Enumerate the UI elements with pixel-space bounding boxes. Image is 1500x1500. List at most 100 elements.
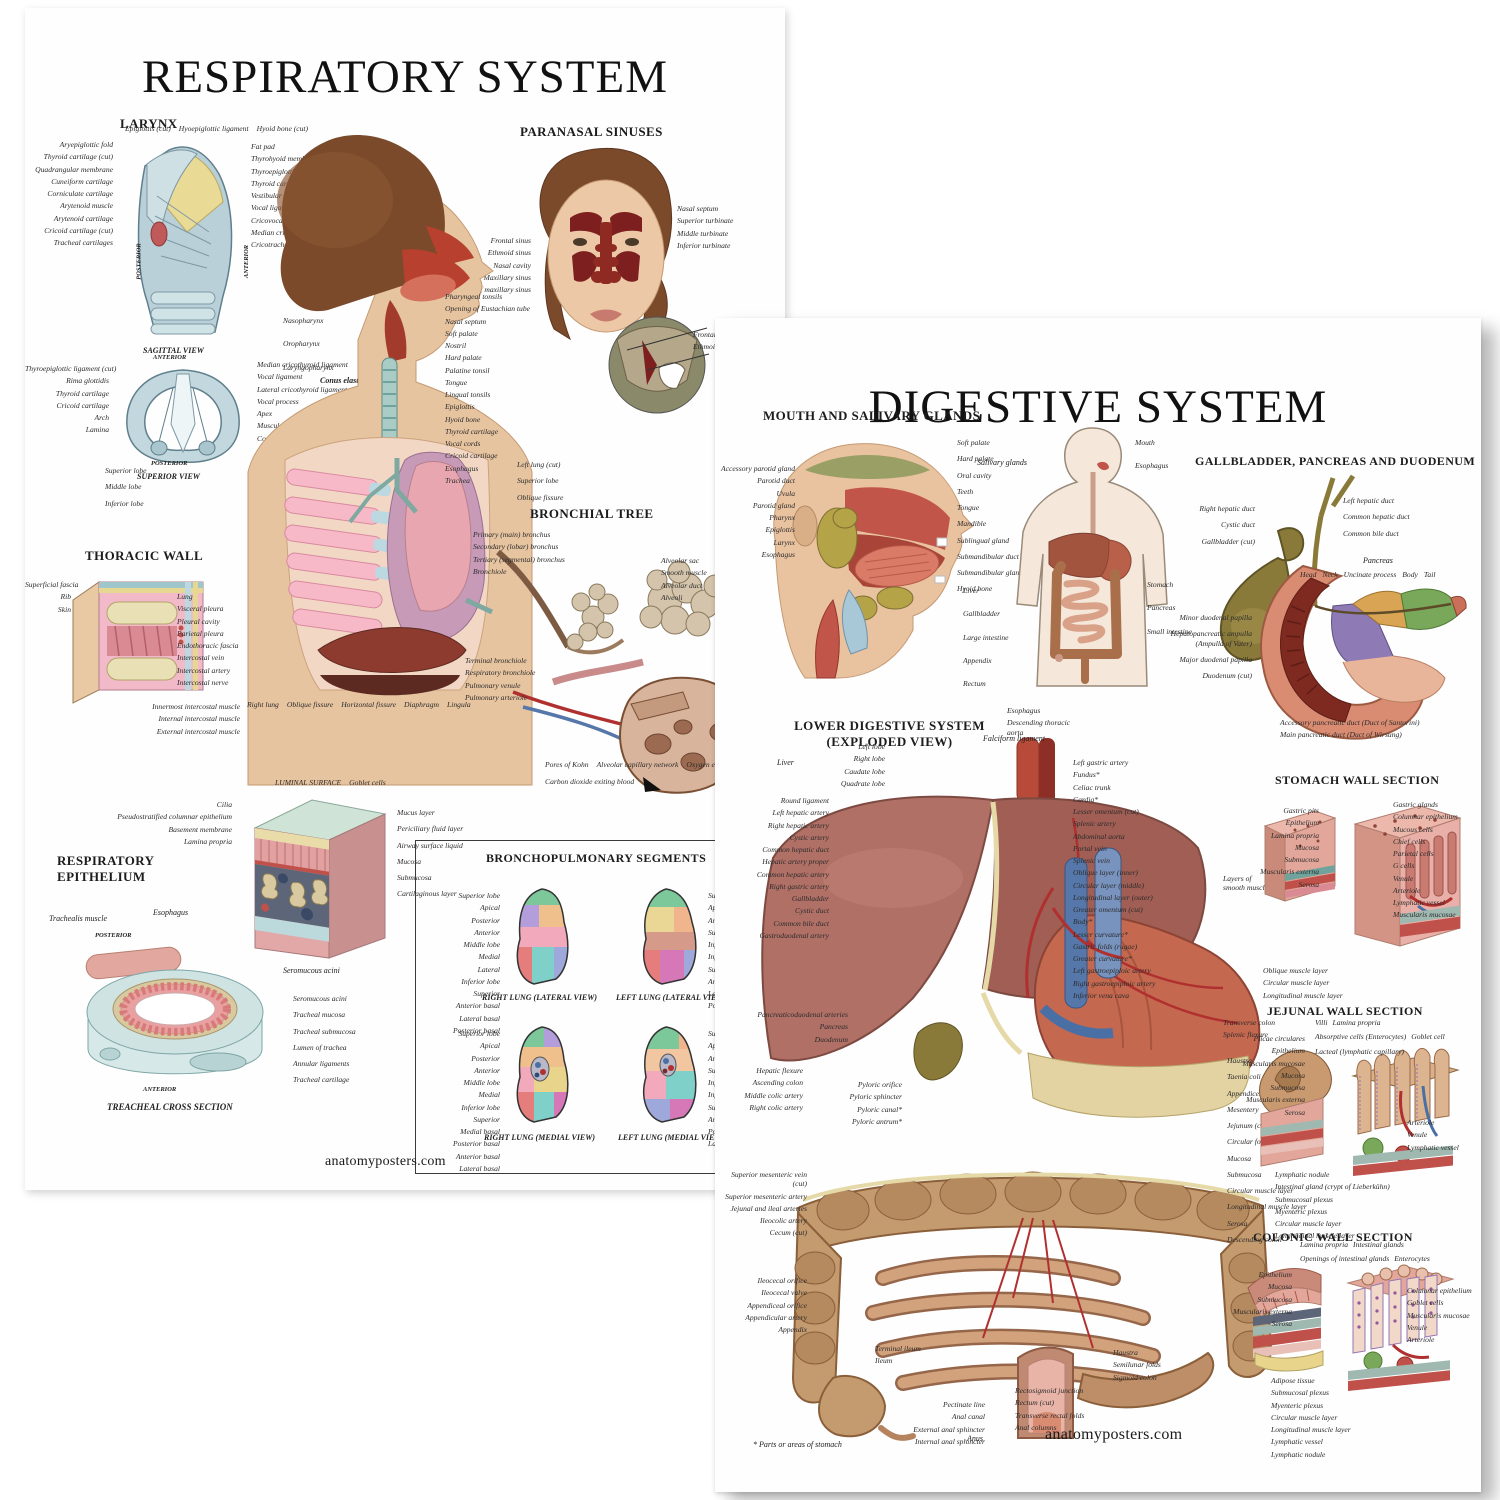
label: Epiglottis (765, 525, 795, 535)
label: Appendix (778, 1325, 807, 1334)
label: Quadrangular membrane (35, 164, 113, 174)
label: Laryngopharynx (283, 362, 334, 372)
label: Left lung (cut) (517, 460, 561, 469)
label: LUMINAL SURFACE (275, 778, 342, 787)
label: Splenic vein (1073, 856, 1110, 865)
label: Pharyngeal tonsils (445, 292, 503, 301)
label: Longitudinal layer (outer) (1073, 892, 1153, 902)
label: Left hepatic duct (1343, 496, 1395, 505)
label: Nasal septum (677, 204, 719, 213)
label: Nasopharynx (283, 316, 324, 325)
digestive-footer: anatomyposters.com (1045, 1426, 1183, 1443)
label: Superior mesenteric vein (cut) (731, 1170, 807, 1189)
label: Rectum (cut) (1015, 1398, 1055, 1408)
label: Apical (480, 903, 500, 913)
label: Terminal ileum (875, 1344, 921, 1353)
label: Internal anal sphincter (914, 1436, 985, 1446)
label: Serosa (1298, 879, 1319, 889)
label: Lymphatic nodule (1271, 1449, 1326, 1459)
label: Pores of Kohn (545, 760, 589, 769)
label: Head (1300, 570, 1317, 579)
label: Lumen of trachea (293, 1042, 347, 1052)
exploded-heading-line1: LOWER DIGESTIVE SYSTEM (794, 718, 985, 733)
label: Lamina propria (1270, 830, 1319, 840)
label: Myenteric plexus (1271, 1400, 1324, 1410)
label: Arteriole (1393, 885, 1421, 895)
label: Appendix (963, 655, 992, 665)
label: Posterior basal (452, 1025, 500, 1035)
label: Lingula (447, 700, 471, 709)
label: Left gastroepiploic artery (1073, 966, 1151, 976)
label: Posterior (471, 1053, 500, 1063)
label: Cystic artery (789, 832, 829, 842)
label: Pectinate line (943, 1400, 985, 1409)
stomach-wall-illustration (1263, 805, 1462, 947)
label: Circular muscle layer (1227, 1186, 1294, 1195)
label: Parotid gland (752, 500, 795, 510)
label: Pulmonary arteriole (465, 692, 528, 702)
label: Mouth (1135, 438, 1155, 447)
label: External anal sphincter (913, 1424, 985, 1434)
left-lung-medial-illustration (642, 1026, 697, 1123)
label: Mucosa (397, 856, 422, 866)
segments-heading: BRONCHOPULMONARY SEGMENTS (486, 851, 707, 865)
label: Pharynx (769, 513, 795, 522)
posterior-caption: POSTERIOR (135, 243, 143, 280)
label: Superior (473, 989, 500, 998)
label: Thyroid cartilage (cut) (43, 152, 113, 162)
pancreas-bracket-label: Pancreas (1363, 556, 1393, 565)
label: Esophagus (1135, 461, 1169, 471)
falciform-ligament-label: Falciform ligament (983, 734, 1045, 743)
label: Anterior (474, 1065, 500, 1075)
label: Caudate lobe (844, 766, 885, 776)
label: Fat pad (251, 142, 275, 151)
label: Sublingual gland (957, 535, 1010, 545)
label: Lung (177, 592, 193, 601)
label: Plicae circulares (1253, 1034, 1305, 1043)
label: Ileocolic artery (759, 1216, 807, 1225)
label: Arytenoid cartilage (53, 213, 113, 223)
label: Liver (963, 586, 980, 595)
sagittal-view-caption: SAGITTAL VIEW (143, 346, 204, 355)
label: Ascending colon (752, 1078, 803, 1088)
label: Longitudinal muscle layer (1263, 990, 1343, 1000)
label: Goblet cell (1411, 1032, 1445, 1042)
mouth-heading: MOUTH AND SALIVARY GLANDS (763, 408, 981, 423)
label: Superior lobe (105, 466, 147, 475)
label: Right hepatic artery (767, 820, 829, 830)
label: Gastric pits (1283, 806, 1319, 815)
label: Hyoepiglottic ligament (178, 124, 249, 133)
label: Fundus* (1073, 770, 1100, 780)
label: Round ligament (780, 796, 829, 805)
label: Skin (57, 604, 71, 614)
label: Superior lobe (517, 476, 559, 486)
label: Hard palate (445, 353, 482, 363)
label: Secondary (lobar) bronchus (473, 542, 559, 552)
gallbladder-bottom-labels: Accessory pancreatic duct (Duct of Santo… (1280, 718, 1430, 743)
label: Gastric folds (rugae) (1073, 941, 1138, 951)
mouth-illustration (773, 443, 974, 679)
label: Transverse colon (1223, 1018, 1276, 1027)
exploded-heading: LOWER DIGESTIVE SYSTEM (EXPLODED VIEW) (777, 718, 1002, 750)
thoracic-heading: THORACIC WALL (85, 548, 204, 563)
label: Tongue (445, 377, 468, 387)
label: Lymphatic nodule (1275, 1170, 1330, 1179)
label: Enterocytes (1394, 1254, 1430, 1264)
label: Common bile duct (773, 918, 829, 928)
label: Right lobe (853, 754, 885, 764)
label: Inferior turbinate (677, 240, 731, 250)
label: Arteriole (1407, 1335, 1435, 1344)
label: Gastric glands (1393, 800, 1438, 809)
label: Longitudinal muscle layer (1271, 1425, 1351, 1434)
label: Endothoracic fascia (177, 641, 239, 650)
